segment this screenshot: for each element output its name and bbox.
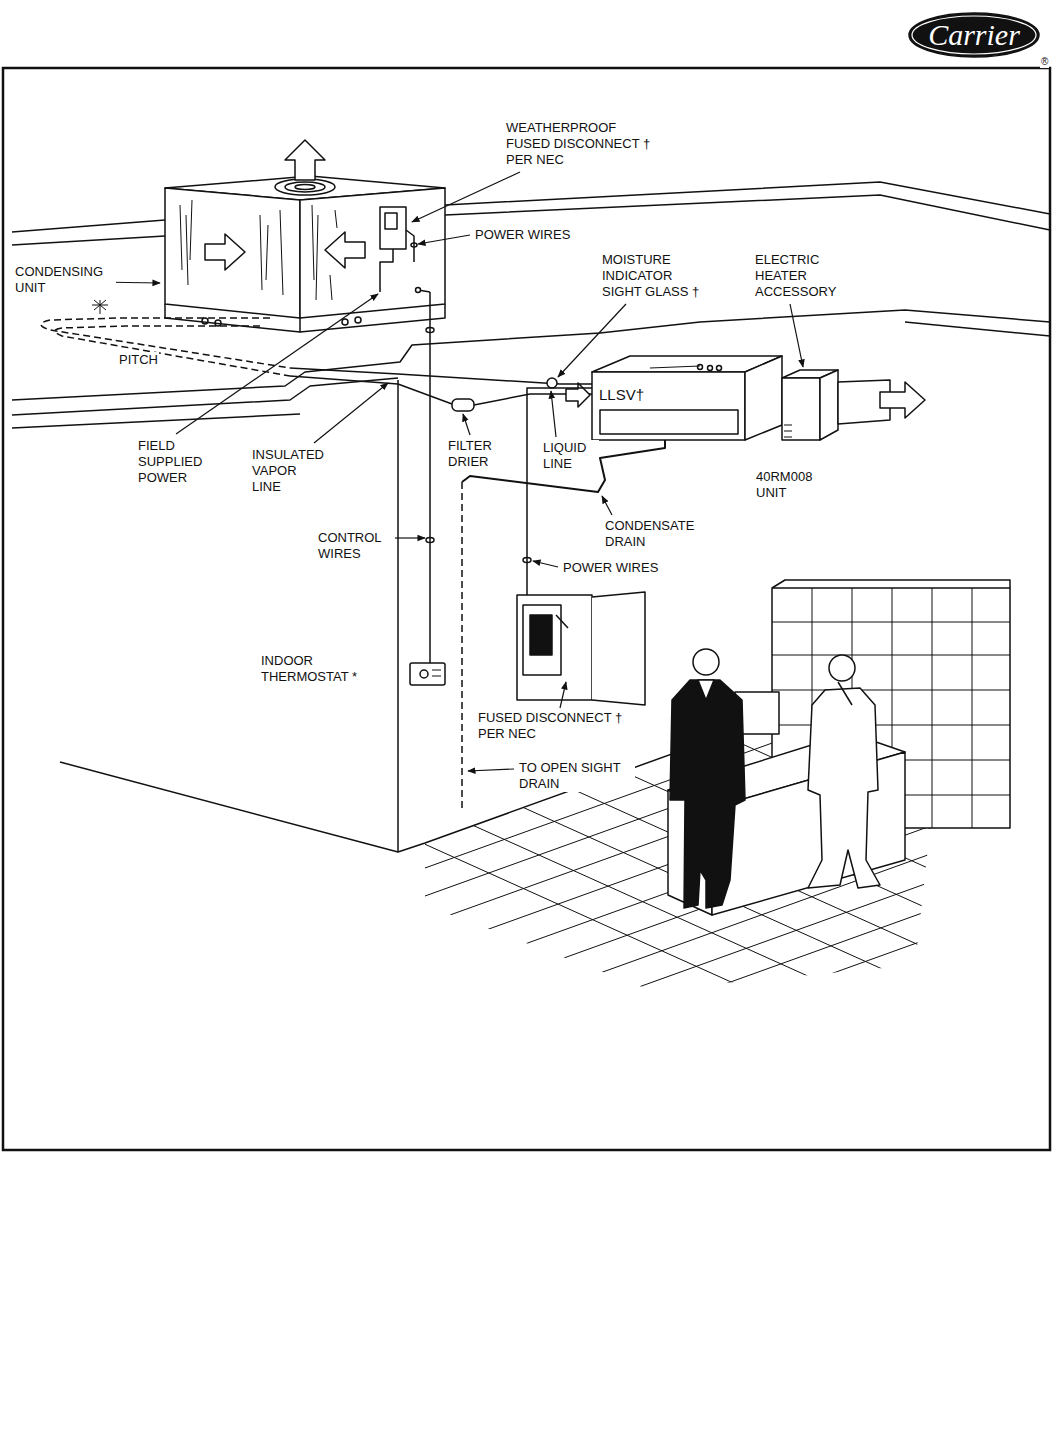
callout-label: PITCH — [118, 352, 159, 368]
office-scene — [668, 580, 1010, 915]
logo-oval: Carrier — [908, 12, 1040, 58]
callout-label: MOISTURE INDICATOR SIGHT GLASS † — [601, 252, 708, 300]
callout-label: CONDENSING UNIT — [14, 264, 116, 296]
leader-lines — [94, 172, 803, 771]
logo-ellipse-fill — [909, 13, 1039, 57]
callout-label: FILTER DRIER — [447, 438, 504, 470]
callout-label: CONDENSATE DRAIN — [604, 518, 706, 550]
logo-text: Carrier — [928, 18, 1020, 52]
callout-label: LLSV† — [598, 386, 645, 404]
roof-outline — [12, 182, 1050, 428]
callout-label: INSULATED VAPOR LINE — [251, 447, 328, 495]
callout-label: FIELD SUPPLIED POWER — [137, 438, 214, 486]
callout-label: CONTROL WIRES — [317, 530, 394, 562]
callout-label: POWER WIRES — [474, 227, 571, 243]
callout-label: LIQUID LINE — [542, 440, 599, 472]
callout-label: INDOOR THERMOSTAT * — [260, 653, 372, 685]
logo-ellipse-ring — [912, 16, 1036, 54]
callout-label: ® — [1040, 56, 1049, 68]
fan-coil-unit — [566, 356, 925, 440]
condensing-unit — [165, 140, 445, 332]
control-wiring — [410, 292, 445, 685]
callout-label: POWER WIRES — [562, 560, 659, 576]
building-walls — [60, 380, 780, 852]
refrigerant-lines — [41, 300, 592, 411]
callout-label: 40RM008 UNIT — [755, 469, 827, 501]
callout-label: ELECTRIC HEATER ACCESSORY — [754, 252, 851, 300]
condensate-drain — [462, 440, 665, 812]
frame — [3, 68, 1050, 1150]
callout-label: TO OPEN SIGHT DRAIN — [518, 760, 635, 792]
callout-label: WEATHERPROOF FUSED DISCONNECT † PER NEC — [505, 120, 659, 168]
callout-label: FUSED DISCONNECT † PER NEC — [477, 710, 631, 742]
floor-tiles — [400, 633, 1058, 1157]
